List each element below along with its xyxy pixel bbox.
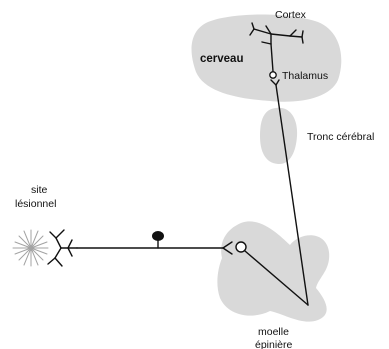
spinal-interneuron-path — [244, 250, 309, 306]
cortical-neuron — [249, 22, 304, 45]
thalamus-label: Thalamus — [282, 70, 328, 82]
brain-region — [191, 14, 342, 102]
brainstem-region — [260, 107, 298, 165]
ascending-tract — [275, 84, 309, 306]
spinal-cord-region — [217, 221, 330, 322]
moelle-epiniere-label-line2: épinière — [255, 339, 293, 349]
site-lesionnel-label-line2: lésionnel — [15, 198, 56, 210]
spinal-synapse-icon — [222, 241, 247, 255]
site-lesionnel-label-line1: site — [31, 184, 48, 196]
tronc-cerebral-label: Tronc cérébral — [307, 131, 374, 143]
moelle-epiniere-label-line1: moelle — [258, 326, 289, 338]
thalamus-synapse-icon — [269, 43, 280, 86]
dorsal-root-ganglion-icon — [152, 231, 164, 249]
cortex-label: Cortex — [275, 9, 307, 21]
lesion-site-starburst-icon — [12, 229, 49, 267]
peripheral-nerve-terminal — [47, 229, 78, 267]
cerveau-label: cerveau — [200, 53, 243, 65]
